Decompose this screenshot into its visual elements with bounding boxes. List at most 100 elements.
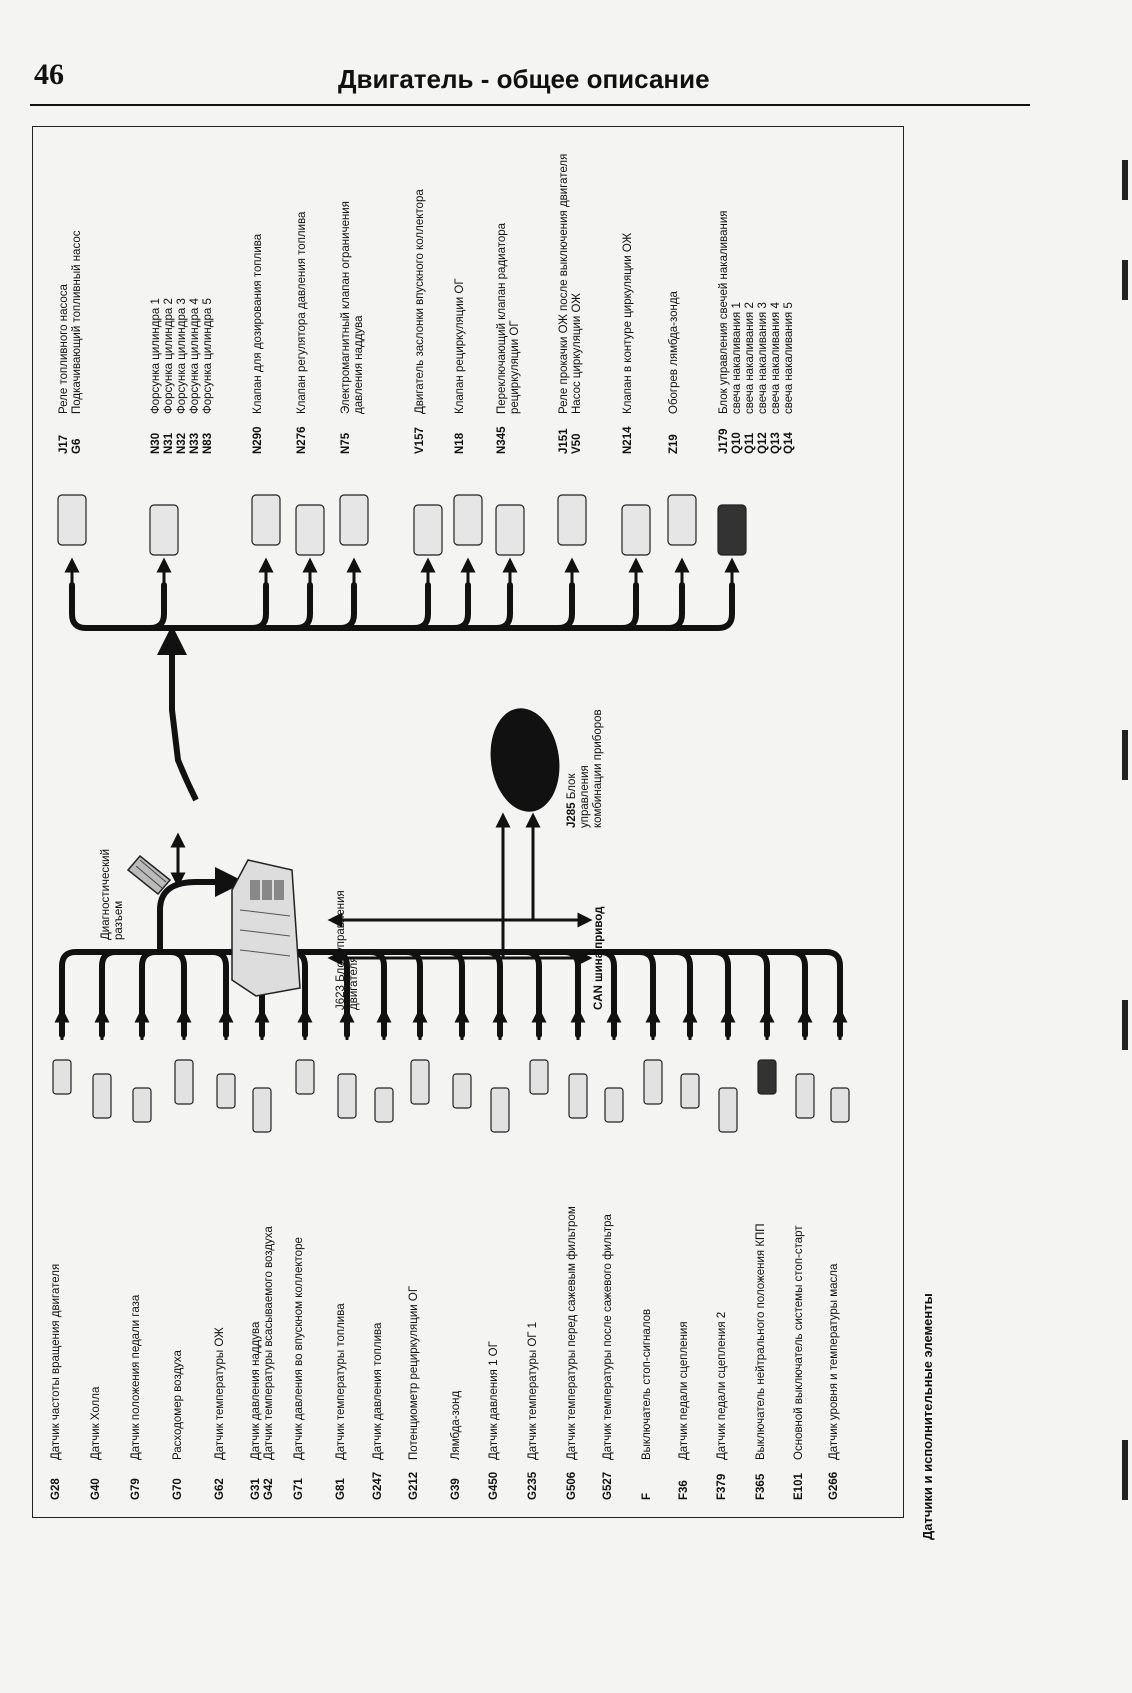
sensor-label-3: G70Расходомер воздуха bbox=[172, 1350, 185, 1500]
sensor-icon bbox=[132, 1087, 152, 1123]
sensor-text: Потенциометр рециркуляции ОГ bbox=[408, 1285, 420, 1460]
actuator-icon bbox=[557, 494, 587, 546]
actuator-text: свеча накаливания 5 bbox=[783, 302, 795, 414]
actuator-icon bbox=[495, 504, 525, 556]
diagnostic-connector-icon bbox=[126, 854, 172, 896]
sensor-line: E101Основной выключатель системы стоп-ст… bbox=[793, 1225, 806, 1500]
actuator-line: N33Форсунка цилиндра 4 bbox=[189, 298, 202, 454]
actuator-line: Q12свеча накаливания 3 bbox=[757, 211, 770, 454]
sensor-line: G266Датчик уровня и температуры масла bbox=[828, 1264, 841, 1500]
sensor-line: G62Датчик температуры ОЖ bbox=[214, 1327, 227, 1500]
sensor-code: G28 bbox=[50, 1478, 62, 1500]
ecu-icon bbox=[231, 859, 301, 997]
actuator-code: Q13 bbox=[770, 432, 782, 454]
actuator-icon bbox=[251, 494, 281, 546]
sensor-line: F365Выключатель нейтрального положения К… bbox=[755, 1223, 768, 1500]
actuator-text: Переключающий клапан радиатора bbox=[496, 222, 508, 414]
page-edge-marks bbox=[1120, 140, 1132, 1640]
sensor-text: Датчик давления 1 ОГ bbox=[488, 1341, 500, 1460]
sensor-text: Датчик частоты вращения двигателя bbox=[50, 1263, 62, 1460]
sensor-text: Выключатель стоп-сигналов bbox=[641, 1308, 653, 1460]
sensor-text: Датчик температуры перед сажевым фильтро… bbox=[566, 1206, 578, 1460]
actuator-icon bbox=[453, 494, 483, 546]
sensor-label-10: G39Лямбда-зонд bbox=[450, 1391, 463, 1500]
actuator-wire bbox=[337, 582, 357, 631]
sensor-line: G40Датчик Холла bbox=[90, 1387, 103, 1500]
sensor-line: G42Датчик температуры всасываемого возду… bbox=[263, 1226, 276, 1500]
actuator-code: J179 bbox=[718, 428, 730, 454]
sensor-code: G40 bbox=[90, 1478, 102, 1500]
page-title: Двигатель - общее описание bbox=[338, 64, 710, 94]
actuator-wire bbox=[249, 582, 269, 631]
sensor-line: G506Датчик температуры перед сажевым фил… bbox=[566, 1206, 579, 1500]
diagram-frame bbox=[32, 126, 904, 1518]
sensor-label-17: F379Датчик педали сцепления 2 bbox=[716, 1312, 729, 1500]
actuator-code: Q12 bbox=[757, 432, 769, 454]
actuator-line: Q14свеча накаливания 5 bbox=[783, 211, 796, 454]
actuator-text: Блок управления свечей накаливания bbox=[718, 210, 730, 415]
sensor-icon bbox=[174, 1059, 194, 1105]
sensor-text: Датчик давления наддува bbox=[250, 1321, 262, 1460]
sensor-code: G212 bbox=[408, 1471, 420, 1500]
sensor-icon bbox=[92, 1073, 112, 1119]
sensor-wire bbox=[597, 949, 617, 1038]
sensors-to-ecu-line bbox=[157, 867, 245, 950]
actuator-line: N18Клапан рециркуляции ОГ bbox=[454, 278, 467, 454]
sensor-icon bbox=[52, 1059, 72, 1095]
actuator-label-3: N276Клапан регулятора давления топлива bbox=[296, 212, 309, 454]
actuator-code: N33 bbox=[189, 432, 201, 454]
actuator-text: Реле топливного насоса bbox=[58, 284, 70, 414]
actuator-line: N290Клапан для дозирования топлива bbox=[252, 234, 265, 454]
figure-caption: Датчики и исполнительные элементы bbox=[920, 1293, 935, 1540]
sensor-code: G450 bbox=[488, 1471, 500, 1500]
sensor-wire bbox=[561, 949, 581, 1038]
sensor-text: Датчик температуры ОГ 1 bbox=[527, 1321, 539, 1460]
actuator-code: N30 bbox=[150, 432, 162, 454]
actuator-code: N32 bbox=[176, 432, 188, 454]
actuator-line: Q11свеча накаливания 2 bbox=[744, 211, 757, 454]
sensor-text: Датчик давления топлива bbox=[372, 1322, 384, 1460]
actuator-line: J179 Блок управления свечей накаливания bbox=[718, 211, 731, 455]
actuator-line: N32Форсунка цилиндра 3 bbox=[176, 298, 189, 454]
actuator-code: G6 bbox=[71, 438, 83, 454]
actuator-line: N214Клапан в контуре циркуляции ОЖ bbox=[622, 233, 635, 454]
actuator-icon bbox=[295, 504, 325, 556]
actuator-text: Обогрев лямбда-зонда bbox=[668, 291, 680, 414]
sensor-text: Датчик давления во впускном коллекторе bbox=[293, 1237, 305, 1460]
sensor-line: G28 Датчик частоты вращения двигателя bbox=[50, 1264, 63, 1500]
sensor-label-4: G62Датчик температуры ОЖ bbox=[214, 1327, 227, 1500]
actuator-code: N214 bbox=[622, 426, 634, 455]
sensor-wire bbox=[788, 949, 808, 1038]
sensor-wire bbox=[445, 949, 465, 1038]
sensor-icon bbox=[568, 1073, 588, 1119]
actuator-line: Q10свеча накаливания 1 bbox=[731, 211, 744, 454]
sensor-line: G39Лямбда-зонд bbox=[450, 1391, 463, 1500]
sensor-wire bbox=[636, 949, 656, 1038]
actuator-line: N83Форсунка цилиндра 5 bbox=[202, 298, 215, 454]
actuator-line: N345Переключающий клапан радиатора bbox=[496, 223, 509, 454]
actuator-text: рециркуляции ОГ bbox=[509, 320, 521, 414]
sensor-code: G42 bbox=[263, 1478, 275, 1500]
sensor-icon bbox=[643, 1059, 663, 1105]
sensor-line: G71Датчик давления во впускном коллектор… bbox=[293, 1237, 306, 1500]
sensor-code: E101 bbox=[793, 1473, 805, 1500]
sensor-label-9: G212 Потенциометр рециркуляции ОГ bbox=[408, 1286, 421, 1500]
sensor-bus bbox=[59, 949, 843, 1038]
actuator-label-6: N18Клапан рециркуляции ОГ bbox=[454, 278, 467, 454]
actuator-code: N290 bbox=[252, 426, 264, 455]
can-label: CAN шина привод bbox=[593, 906, 605, 1010]
sensor-label-6: G71Датчик давления во впускном коллектор… bbox=[293, 1237, 306, 1500]
sensor-text: Датчик температуры ОЖ bbox=[214, 1327, 226, 1460]
actuator-bus bbox=[69, 582, 735, 631]
sensor-code: G266 bbox=[828, 1471, 840, 1500]
sensor-icon bbox=[604, 1087, 624, 1123]
actuator-icon bbox=[149, 504, 179, 556]
sensor-code: G79 bbox=[130, 1478, 142, 1500]
sensor-label-11: G450 Датчик давления 1 ОГ bbox=[488, 1341, 501, 1500]
actuator-text: Подкачивающий топливный насос bbox=[71, 230, 83, 414]
sensor-code: F36 bbox=[678, 1480, 690, 1500]
instrument-cluster-icon bbox=[490, 708, 560, 812]
actuator-wire bbox=[619, 582, 639, 631]
